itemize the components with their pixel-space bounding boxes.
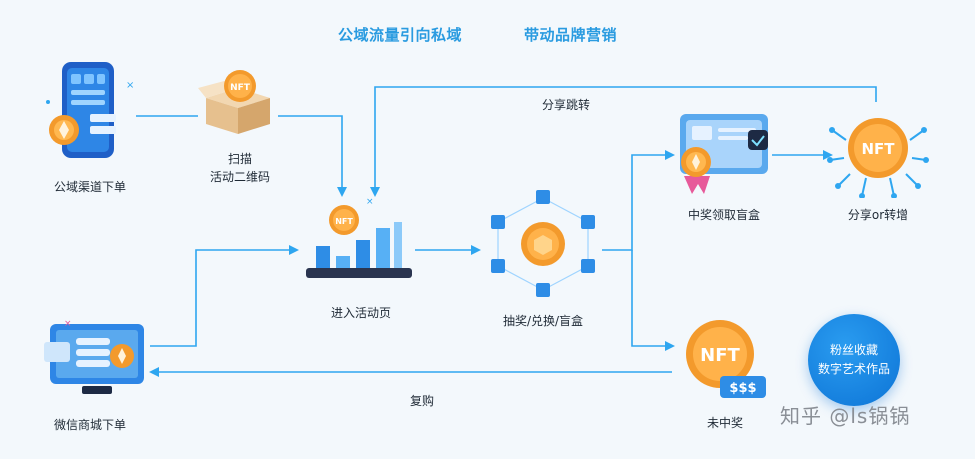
nft-coin-text: NFT xyxy=(335,217,353,226)
badge-line2: 数字艺术作品 xyxy=(817,362,890,376)
edge-share-jump xyxy=(370,86,877,197)
edge-lottery-split xyxy=(602,150,675,251)
fan-collection-badge: 粉丝收藏 数字艺术作品 xyxy=(808,314,900,406)
node-lottery-label: 抽奖/兑换/盲盒 xyxy=(502,314,584,328)
svg-text:×: × xyxy=(64,319,72,329)
nft-coin-text: NFT xyxy=(230,83,251,93)
node-scan-line2: 活动二维码 xyxy=(209,170,270,184)
nft-circuit-icon: NFT xyxy=(827,118,929,198)
prize-card-icon xyxy=(680,114,768,194)
badge-line1: 粉丝收藏 xyxy=(829,343,878,357)
edge-scan-to-enter xyxy=(278,115,347,197)
edge-label-share-jump: 分享跳转 xyxy=(542,98,591,112)
edge-label-repurchase: 复购 xyxy=(410,394,435,408)
monitor-shop-icon: × xyxy=(44,319,144,394)
nft-money-icon: NFT $$$ xyxy=(686,320,766,398)
node-win-box-label: 中奖领取盲盒 xyxy=(687,208,760,222)
phone-coin-icon: × xyxy=(46,62,134,158)
watermark: 知乎 @ls锅锅 xyxy=(780,404,911,428)
node-share-label: 分享or转增 xyxy=(847,208,909,222)
node-enter-page-label: 进入活动页 xyxy=(330,306,391,320)
activity-page-icon: NFT × xyxy=(306,197,412,278)
nft-coin-text: NFT xyxy=(700,345,740,366)
svg-text:×: × xyxy=(366,197,374,207)
edge-wechat-to-enter xyxy=(150,245,299,347)
svg-text:×: × xyxy=(126,80,134,91)
nft-box-icon: NFT xyxy=(198,70,270,134)
edge-lottery-to-nowin xyxy=(631,250,675,351)
nft-coin-text: NFT xyxy=(861,140,895,158)
node-no-win-label: 未中奖 xyxy=(706,416,743,430)
node-scan-line1: 扫描 xyxy=(227,152,252,166)
header-title-left: 公域流量引向私域 xyxy=(338,26,463,44)
node-public-order-label: 公域渠道下单 xyxy=(53,180,126,194)
network-cubes-icon xyxy=(491,190,595,297)
header-title-right: 带动品牌营销 xyxy=(524,26,618,44)
money-text: $$$ xyxy=(729,381,756,396)
node-scan-label: 扫描 活动二维码 xyxy=(195,150,285,186)
node-wechat-order-label: 微信商城下单 xyxy=(53,418,126,432)
